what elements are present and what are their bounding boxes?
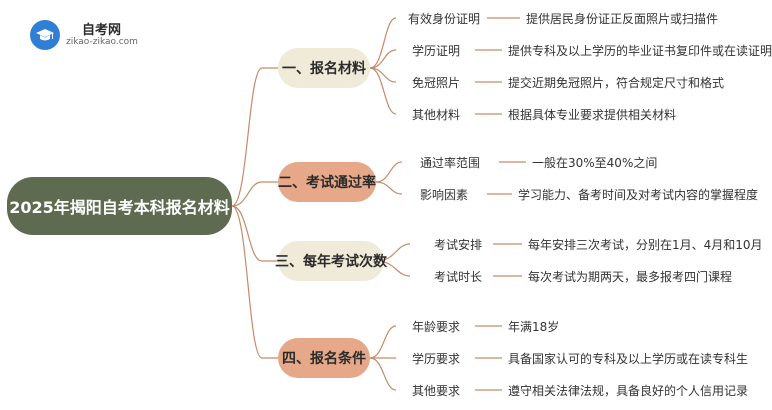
item-value: 具备国家认可的专科及以上学历或在读专科生 xyxy=(508,352,749,366)
item-key: 影响因素 xyxy=(420,188,469,202)
mindmap-connectors xyxy=(231,17,526,391)
item-key: 免冠照片 xyxy=(412,76,461,90)
item-key: 其他要求 xyxy=(412,384,461,398)
item-value: 一般在30%至40%之间 xyxy=(532,156,658,170)
logo-url: zikao-zikao.com xyxy=(66,37,138,47)
category-registration-materials: 一、报名材料 xyxy=(278,48,370,88)
logo-title: 自考网 xyxy=(82,23,122,38)
item-key: 通过率范围 xyxy=(420,156,481,170)
item-value: 提供专科及以上学历的毕业证书复印件或在读证明 xyxy=(508,44,772,58)
item-value: 每年安排三次考试，分别在1月、4月和10月 xyxy=(528,238,763,252)
item-key: 其他材料 xyxy=(412,108,461,122)
root-topic: 2025年揭阳自考本科报名材料 xyxy=(7,177,232,235)
category-registration-conditions: 四、报名条件 xyxy=(278,338,370,378)
item-key: 学历要求 xyxy=(412,352,461,366)
item-value: 根据具体专业要求提供相关材料 xyxy=(508,108,677,122)
item-value: 年满18岁 xyxy=(508,320,560,334)
category-pass-rate: 二、考试通过率 xyxy=(278,162,376,202)
logo: 自考网 zikao-zikao.com xyxy=(30,18,150,50)
item-value: 每次考试为期两天，最多报考四门课程 xyxy=(528,270,733,284)
item-key: 考试安排 xyxy=(434,238,483,252)
graduation-cap-logo-icon xyxy=(30,20,60,50)
item-value: 提交近期免冠照片，符合规定尺寸和格式 xyxy=(508,76,725,90)
item-key: 有效身份证明 xyxy=(408,12,481,26)
item-key: 年龄要求 xyxy=(412,320,461,334)
category-exam-frequency: 三、每年考试次数 xyxy=(275,241,387,281)
item-key: 学历证明 xyxy=(412,44,461,58)
item-value: 提供居民身份证正反面照片或扫描件 xyxy=(526,12,719,26)
item-value: 遵守相关法律法规，具备良好的个人信用记录 xyxy=(508,384,749,398)
item-key: 考试时长 xyxy=(434,270,483,284)
item-value: 学习能力、备考时间及对考试内容的掌握程度 xyxy=(518,188,759,202)
